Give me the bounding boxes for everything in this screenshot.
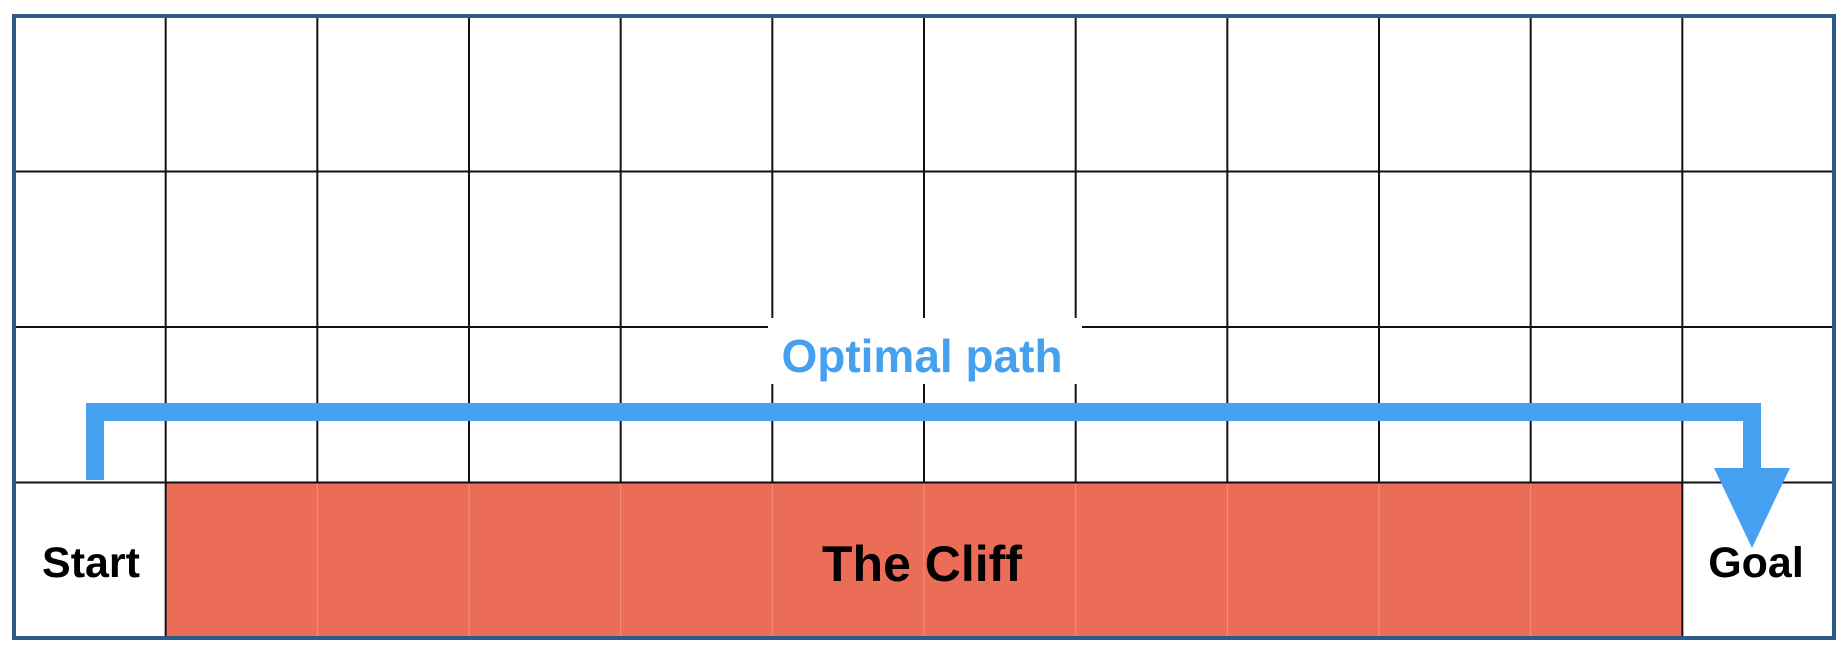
grid-cell xyxy=(1530,16,1683,172)
grid-cell xyxy=(924,171,1076,327)
grid-cell xyxy=(772,16,924,172)
grid-cell xyxy=(165,16,318,172)
goal-label: Goal xyxy=(1708,539,1804,587)
grid-cell xyxy=(1227,16,1379,172)
grid-cell xyxy=(14,171,166,327)
path-label-background xyxy=(768,318,1082,384)
grid-cell xyxy=(165,171,318,327)
grid-cell xyxy=(1379,16,1531,172)
grid-cell xyxy=(1530,171,1683,327)
grid-cell xyxy=(469,171,621,327)
grid-cell xyxy=(620,16,773,172)
optimal-path-label: Optimal path xyxy=(781,330,1062,382)
optimal-path-arrowhead xyxy=(1714,468,1790,548)
cliff-cell-dividers xyxy=(316,482,1532,638)
grid-cell xyxy=(469,16,621,172)
grid-cell xyxy=(772,171,924,327)
optimal-path-line xyxy=(86,403,1761,480)
grid-cell xyxy=(1227,171,1379,327)
grid-border xyxy=(12,14,1836,640)
cliff-label: The Cliff xyxy=(822,536,1022,592)
grid-cell xyxy=(1379,171,1531,327)
start-label: Start xyxy=(42,539,140,587)
grid-cell xyxy=(620,171,773,327)
grid-cell xyxy=(14,482,166,638)
grid-cell xyxy=(1682,171,1834,327)
grid-cell xyxy=(317,171,469,327)
grid-cell xyxy=(1075,16,1228,172)
grid-cell xyxy=(317,16,469,172)
grid-cell xyxy=(924,16,1076,172)
grid-cell xyxy=(14,16,166,172)
grid-cell xyxy=(1682,16,1834,172)
grid-cell xyxy=(1075,171,1228,327)
